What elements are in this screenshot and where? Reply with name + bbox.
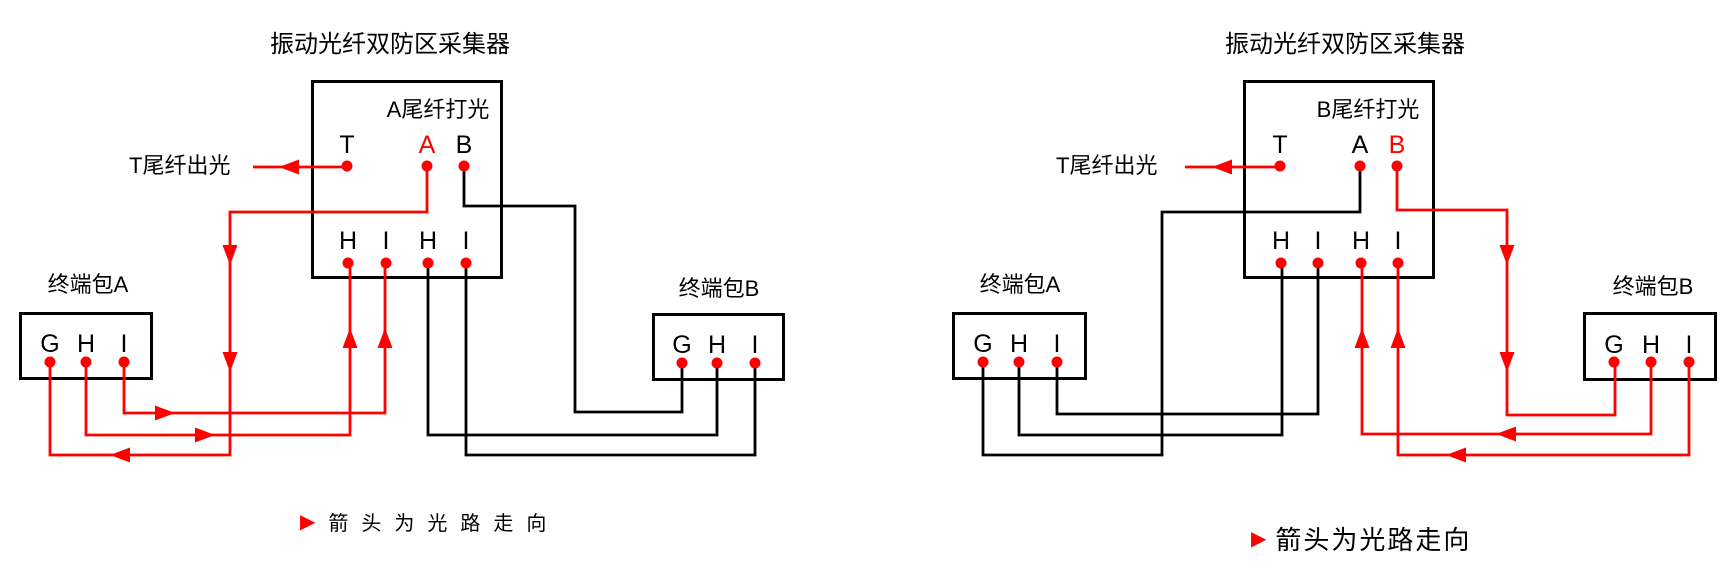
arrow-down-b-line-2-right	[1499, 352, 1515, 372]
dot-b-left	[458, 160, 470, 172]
package-b-title-left: 终端包B	[678, 276, 760, 301]
package-b-g-left: G	[672, 331, 692, 359]
wire-b-to-package-b-g-left	[462, 166, 684, 414]
t-output-label-right: T尾纤出光	[1056, 153, 1158, 178]
dot-i1-left	[380, 257, 392, 269]
dot-i2-left	[460, 257, 472, 269]
package-a-title-right: 终端包A	[979, 272, 1061, 297]
collector-bottom-h1-right: H	[1271, 227, 1291, 255]
dot-h2-right	[1355, 257, 1367, 269]
arrow-up-h2-line-right	[1354, 328, 1370, 348]
terminal-label-b-right: B	[1388, 131, 1406, 159]
dot-a-right	[1354, 160, 1366, 172]
dot-pkgb-g-left	[676, 357, 688, 369]
dot-pkga-h-right	[1013, 356, 1025, 368]
package-a-i-left: I	[120, 330, 128, 358]
dot-pkgb-i-right	[1683, 356, 1695, 368]
arrow-left-to-g-left	[110, 447, 130, 463]
dot-pkgb-i-left	[749, 357, 761, 369]
collector-bottom-h2-left: H	[418, 227, 438, 255]
arrow-up-i2-line-right	[1390, 328, 1406, 348]
dot-pkga-g-left	[44, 356, 56, 368]
legend-arrow-icon: ▶	[300, 510, 316, 533]
package-b-title-right: 终端包B	[1612, 274, 1694, 299]
wire-package-a-h-to-collector-h-right	[1017, 263, 1284, 437]
dot-pkgb-h-right	[1645, 356, 1657, 368]
package-a-i-right: I	[1053, 330, 1061, 358]
package-b-h-right: H	[1641, 331, 1661, 359]
arrow-right-i-line-left	[155, 405, 175, 421]
dot-a-left	[421, 160, 433, 172]
t-output-label-left: T尾纤出光	[129, 153, 231, 178]
dot-i2-right	[1392, 257, 1404, 269]
collector-mode-label-left: A尾纤打光	[386, 97, 490, 122]
arrow-left-i-line-right	[1446, 447, 1466, 463]
terminal-package-b-box-left	[652, 313, 785, 381]
collector-bottom-i1-right: I	[1314, 227, 1322, 255]
dot-i1-right	[1312, 257, 1324, 269]
package-b-h-left: H	[707, 331, 727, 359]
arrow-down-a-line-2-left	[222, 352, 238, 372]
collector-bottom-i2-right: I	[1394, 227, 1402, 255]
collector-box-right	[1243, 80, 1435, 279]
legend-right: ▶ 箭头为光路走向	[1251, 520, 1471, 557]
legend-arrow-icon: ▶	[1251, 527, 1267, 550]
arrow-up-h-line-left	[342, 328, 358, 348]
dot-pkgb-h-left	[711, 357, 723, 369]
collector-mode-label-right: B尾纤打光	[1316, 97, 1420, 122]
arrow-down-b-line-1-right	[1499, 245, 1515, 265]
dot-h1-right	[1275, 257, 1287, 269]
package-a-g-left: G	[40, 330, 60, 358]
wire-collector-h2-to-package-b-h-left	[426, 263, 719, 437]
wire-collector-i2-to-package-b-i-left	[464, 263, 757, 457]
wire-package-a-i-to-collector-i-left	[122, 263, 387, 415]
arrow-up-i-line-left	[377, 328, 393, 348]
dot-pkga-i-left	[118, 356, 130, 368]
dot-pkga-h-left	[80, 356, 92, 368]
dot-b-right	[1391, 160, 1403, 172]
wire-b-to-package-b-g-right	[1395, 166, 1617, 417]
package-a-h-right: H	[1009, 330, 1029, 358]
dot-h2-left	[422, 257, 434, 269]
dot-pkga-g-right	[977, 356, 989, 368]
legend-text: 箭头为光路走向	[328, 513, 560, 535]
collector-bottom-h2-right: H	[1351, 227, 1371, 255]
wire-package-a-i-to-collector-i-right	[1055, 263, 1320, 416]
package-b-g-right: G	[1604, 331, 1624, 359]
wire-package-b-i-to-collector-i2-right	[1396, 263, 1691, 457]
arrow-left-h-line-right	[1496, 426, 1516, 442]
package-b-i-right: I	[1685, 331, 1693, 359]
wire-package-a-h-to-collector-h-left	[84, 263, 352, 437]
dot-pkgb-g-right	[1608, 356, 1620, 368]
terminal-label-t-right: T	[1272, 131, 1288, 159]
dot-pkga-i-right	[1051, 356, 1063, 368]
diagram-title-left: 振动光纤双防区采集器	[270, 31, 510, 58]
collector-bottom-h1-left: H	[338, 227, 358, 255]
dot-t-left	[341, 160, 353, 172]
arrow-down-a-line-1-left	[222, 245, 238, 265]
dot-t-right	[1274, 160, 1286, 172]
wire-a-to-package-a-g-right	[981, 166, 1362, 457]
collector-bottom-i2-left: I	[462, 227, 470, 255]
package-a-g-right: G	[973, 330, 993, 358]
wire-a-to-package-a-g-left	[48, 166, 429, 457]
terminal-label-a-left: A	[418, 131, 436, 159]
collector-bottom-i1-left: I	[382, 227, 390, 255]
arrow-left-t-output-right	[1212, 159, 1232, 175]
collector-box-left	[311, 80, 503, 279]
arrow-right-h-line-left	[195, 427, 215, 443]
legend-text: 箭头为光路走向	[1275, 526, 1472, 555]
package-a-h-left: H	[76, 330, 96, 358]
legend-left: ▶ 箭头为光路走向	[300, 507, 559, 536]
terminal-label-b-left: B	[455, 131, 473, 159]
package-b-i-left: I	[751, 331, 759, 359]
diagram-title-right: 振动光纤双防区采集器	[1225, 31, 1465, 58]
arrow-left-t-output-left	[279, 159, 299, 175]
terminal-label-a-right: A	[1351, 131, 1369, 159]
dot-h1-left	[342, 257, 354, 269]
package-a-title-left: 终端包A	[47, 272, 129, 297]
terminal-label-t-left: T	[339, 131, 355, 159]
